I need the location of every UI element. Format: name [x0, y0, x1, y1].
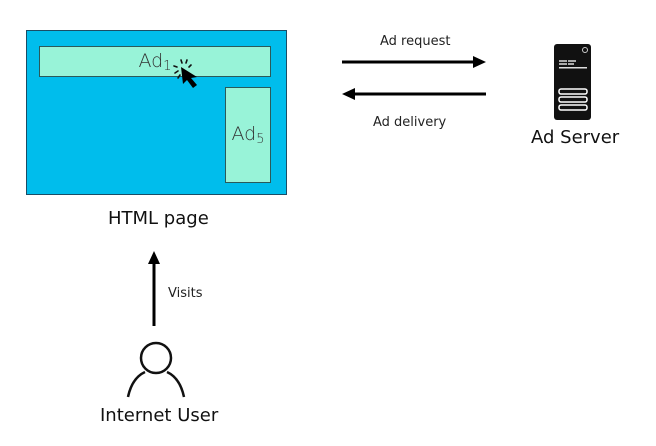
server-icon: [554, 44, 591, 120]
ad-slot-1[interactable]: Ad1: [39, 46, 271, 77]
ad-request-label: Ad request: [380, 34, 451, 49]
ad-1-label: Ad1: [138, 49, 172, 74]
ad-request-arrow: [342, 56, 486, 68]
ad-slot-5[interactable]: Ad5: [225, 87, 271, 183]
html-page-label: HTML page: [108, 208, 209, 229]
user-icon: [126, 341, 186, 398]
ad-server-label: Ad Server: [531, 127, 620, 148]
ad-delivery-arrow: [342, 88, 486, 100]
ad-delivery-label: Ad delivery: [373, 115, 447, 130]
visits-arrow: [148, 251, 160, 326]
click-cursor-icon: [173, 59, 197, 88]
ad-5-label: Ad5: [231, 123, 265, 147]
internet-user-label: Internet User: [100, 405, 219, 426]
visits-label: Visits: [168, 286, 203, 301]
